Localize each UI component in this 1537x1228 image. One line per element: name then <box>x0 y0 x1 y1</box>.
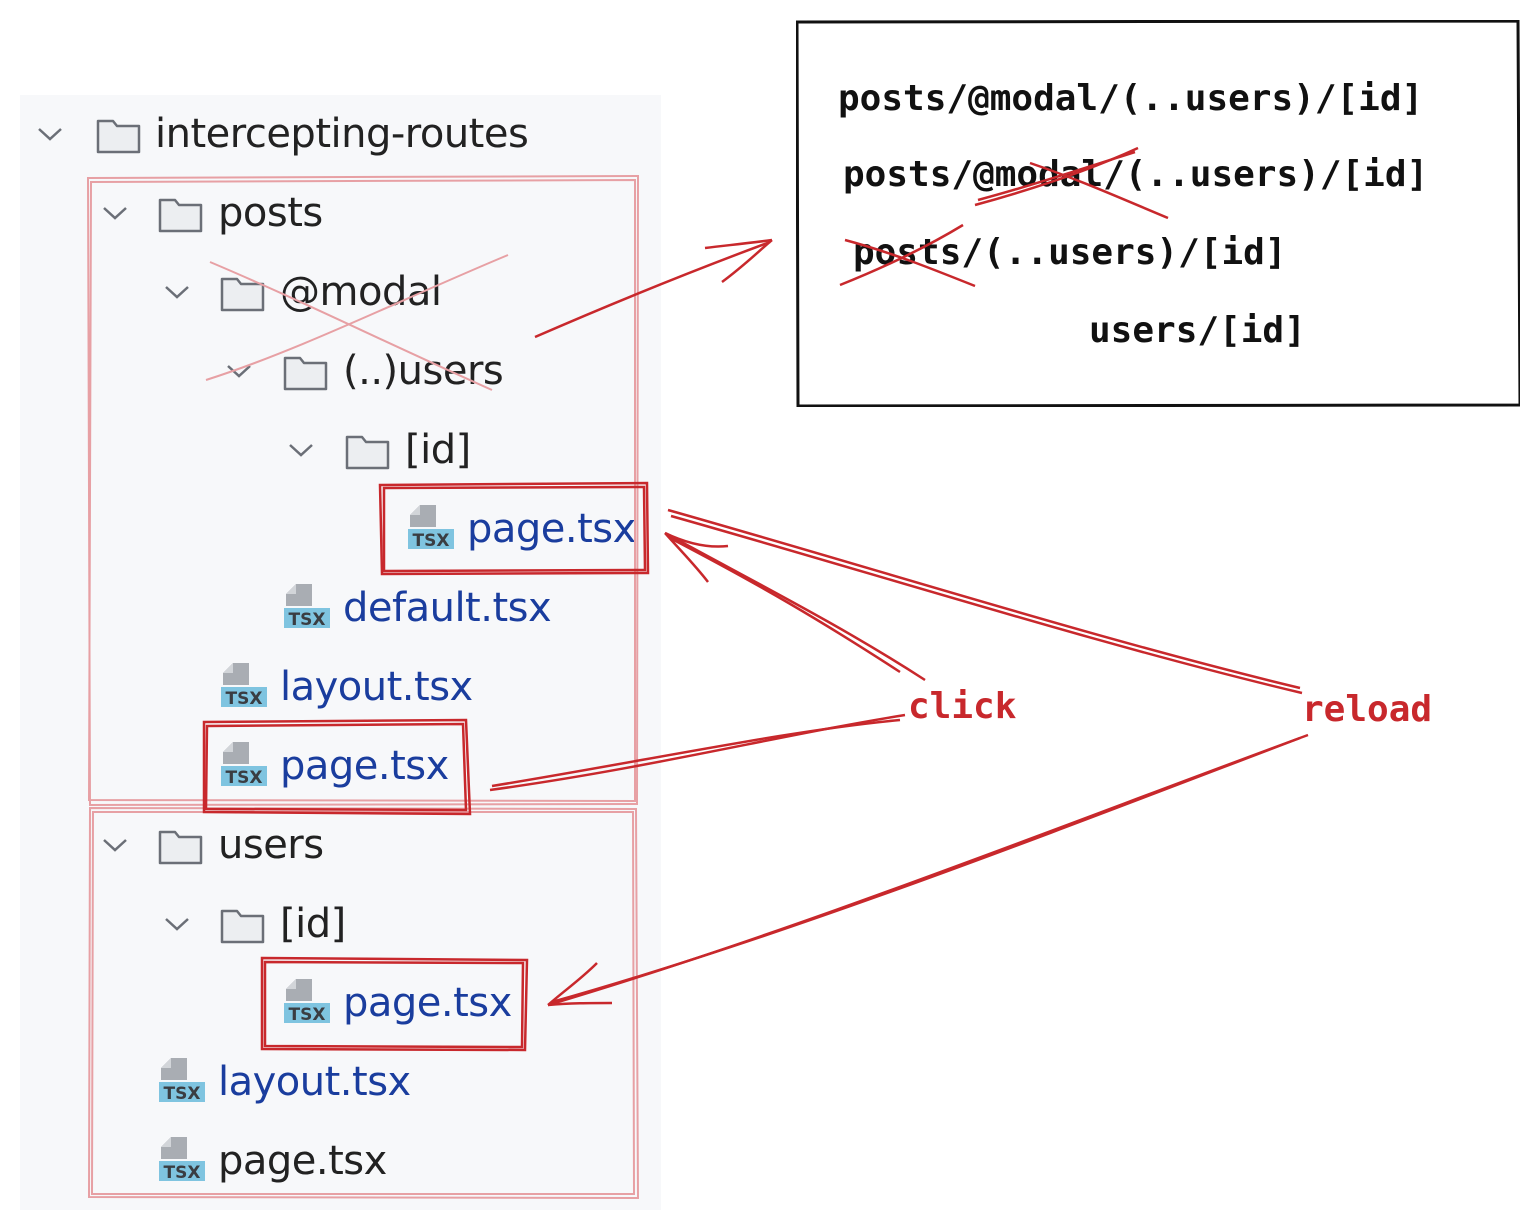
chevron-down-icon[interactable] <box>33 117 67 151</box>
folder-icon <box>96 119 141 154</box>
svg-text:TSX: TSX <box>164 1163 201 1183</box>
folder-label-id[interactable]: [id] <box>405 427 471 473</box>
folder-icon <box>220 277 265 312</box>
folder-label-users[interactable]: users <box>218 822 324 868</box>
tsx-file-icon: TSX <box>221 742 267 788</box>
folder-label-posts[interactable]: posts <box>218 190 323 236</box>
chevron-down-icon[interactable] <box>284 433 318 467</box>
chevron-down-icon[interactable] <box>98 196 132 230</box>
chevron-down-icon[interactable] <box>222 354 256 388</box>
chevron-down-icon[interactable] <box>160 275 194 309</box>
tsx-file-icon: TSX <box>284 584 330 630</box>
folder-label-users-id[interactable]: [id] <box>280 901 346 947</box>
file-label-root-page[interactable]: page.tsx <box>218 1138 387 1184</box>
file-label-root-layout[interactable]: layout.tsx <box>218 1059 411 1105</box>
reload-arrow-line <box>667 508 1301 690</box>
tsx-file-icon: TSX <box>221 663 267 709</box>
folder-label-intercept-users[interactable]: (..)users <box>343 348 504 394</box>
folder-label-modal[interactable]: @modal <box>280 269 442 315</box>
folder-label-intercepting-routes[interactable]: intercepting-routes <box>155 111 529 157</box>
route-line-1: posts/@modal/(..users)/[id] <box>838 78 1424 119</box>
folder-icon <box>220 909 265 944</box>
route-line-4: users/[id] <box>1089 310 1306 351</box>
chevron-down-icon[interactable] <box>160 907 194 941</box>
tsx-file-icon: TSX <box>159 1137 205 1183</box>
reload-arrow <box>547 733 1309 1007</box>
file-label-posts-layout[interactable]: layout.tsx <box>280 664 473 710</box>
folder-icon <box>345 435 390 470</box>
svg-text:TSX: TSX <box>289 1005 326 1025</box>
route-line-2: posts/@modal/(..users)/[id] <box>843 154 1429 195</box>
svg-text:TSX: TSX <box>226 689 263 709</box>
svg-text:TSX: TSX <box>164 1084 201 1104</box>
svg-text:TSX: TSX <box>226 768 263 788</box>
folder-icon <box>158 198 203 233</box>
file-label-default[interactable]: default.tsx <box>343 585 552 631</box>
folder-icon <box>158 830 203 865</box>
folder-icon <box>283 356 328 391</box>
chevron-down-icon[interactable] <box>98 828 132 862</box>
route-line-3: posts/(..users)/[id] <box>853 232 1287 273</box>
file-label-posts-page[interactable]: page.tsx <box>280 743 449 789</box>
tsx-file-icon: TSX <box>284 979 330 1025</box>
click-annotation: click <box>908 686 1017 727</box>
file-label-users-page[interactable]: page.tsx <box>343 980 512 1026</box>
reload-annotation: reload <box>1302 689 1433 730</box>
svg-text:TSX: TSX <box>289 610 326 630</box>
svg-text:TSX: TSX <box>413 531 450 551</box>
file-label-page-intercept[interactable]: page.tsx <box>467 506 636 552</box>
tsx-file-icon: TSX <box>159 1058 205 1104</box>
click-arrow <box>664 531 926 682</box>
tsx-file-icon: TSX <box>408 505 454 551</box>
